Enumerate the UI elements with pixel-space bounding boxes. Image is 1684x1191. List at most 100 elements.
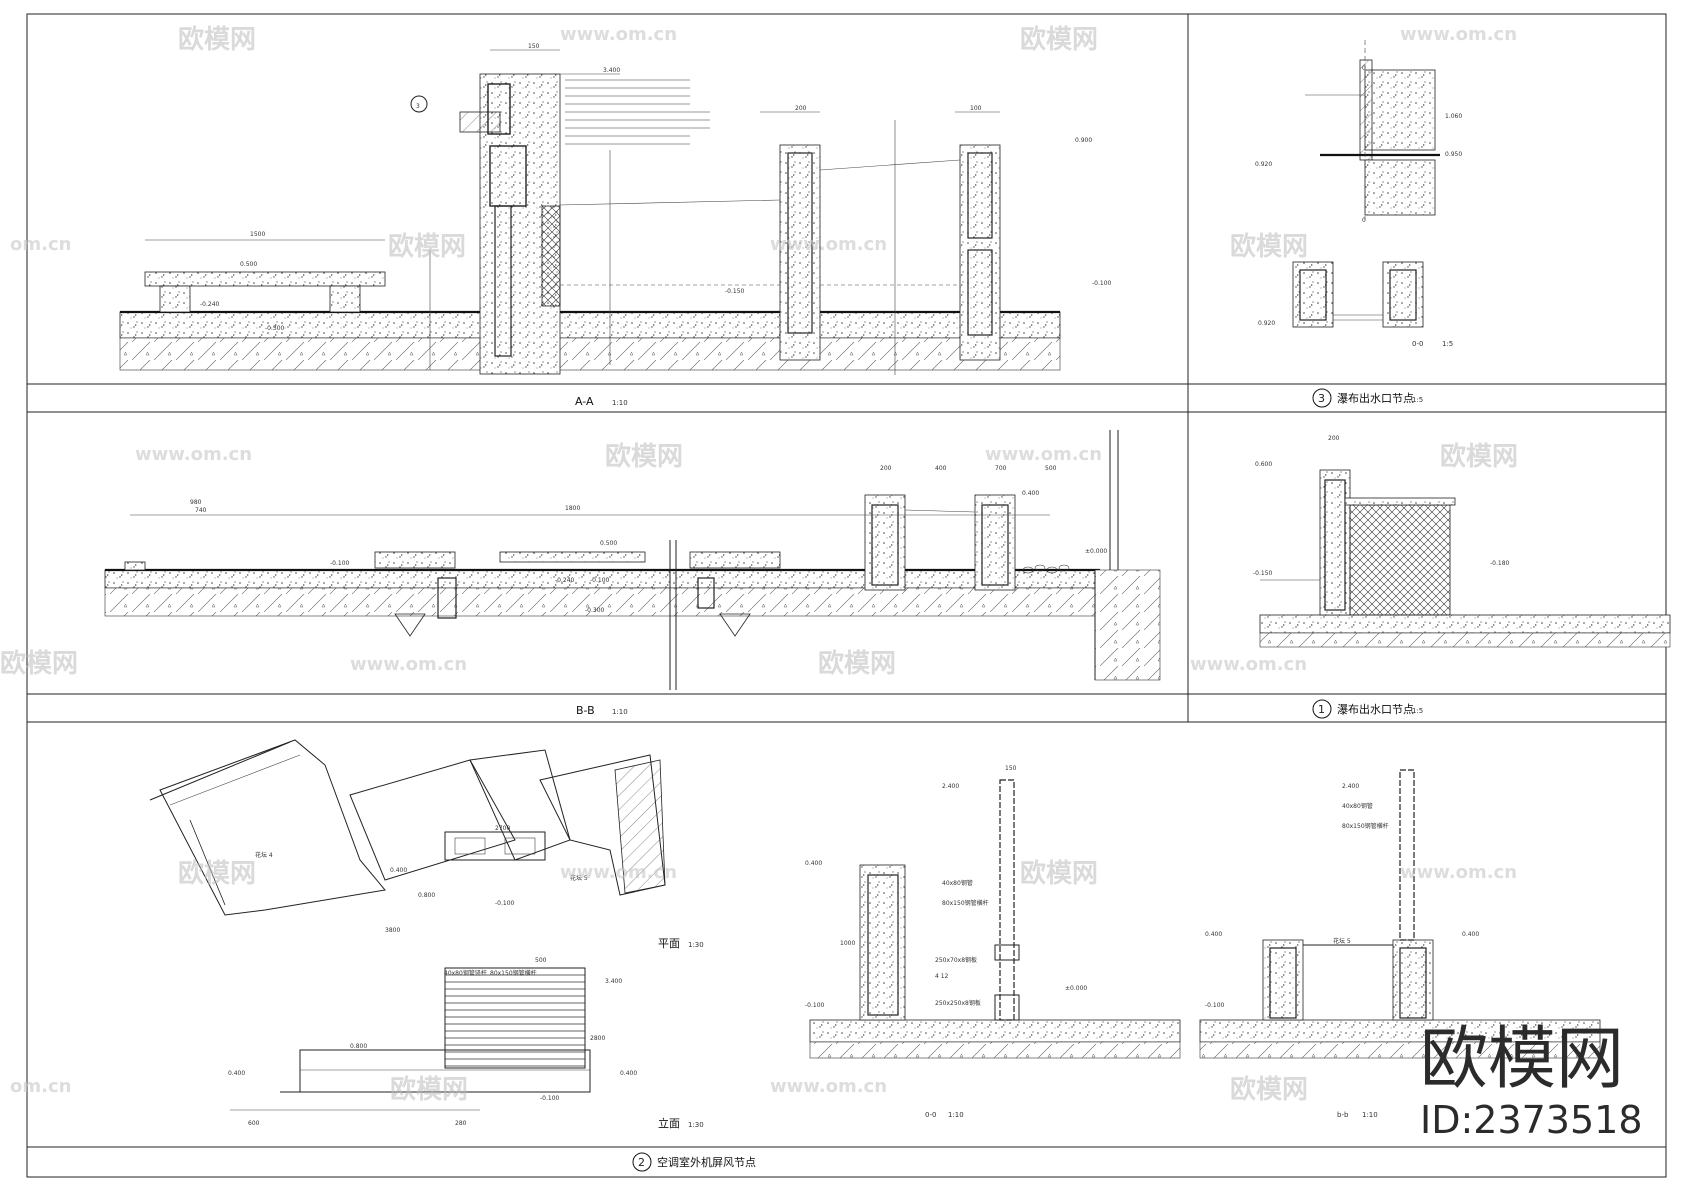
plan-dim-3800: 3800 <box>385 927 400 934</box>
plan-label-a: 花坛 4 <box>255 851 273 859</box>
plan-label-b: 花坛 5 <box>570 874 588 882</box>
elev-dim-280: 280 <box>455 1120 467 1127</box>
bb-dim-400: 400 <box>935 465 947 472</box>
sheet-frame <box>26 13 1667 1178</box>
section-b-b-title: b-b <box>1337 1111 1349 1119</box>
watermark-brand-11: 欧模网 <box>390 1074 468 1105</box>
watermark-brand-5: 欧模网 <box>605 441 683 472</box>
d3-section-00: 0-0 <box>1412 340 1423 348</box>
watermark-url-1: www.om.cn <box>560 24 677 45</box>
d3-level-0920a: 0.920 <box>1255 161 1272 168</box>
bbs-dim-80x150: 80x150钢管横杆 <box>1342 822 1389 830</box>
bbs-level-2400: 2.400 <box>1342 783 1359 790</box>
bb-level-0240: -0.240 <box>555 577 575 584</box>
s00-dim-250x70: 250x70x8钢板 <box>935 956 977 964</box>
section-b-b-drawing: 花坛 5 2.400 0.400 0.400 -0.100 40x80钢管 80… <box>1199 769 1601 1059</box>
detail-3-title: 瀑布出水口节点 <box>1337 391 1414 405</box>
section-00-scale: 1:10 <box>948 1111 964 1119</box>
detail-3-number: 3 <box>1318 392 1325 405</box>
plan-level-0800: 0.800 <box>418 892 435 899</box>
section-bb-drawing: 0.400 0.500 -0.100 -0.100 -0.240 -0.300 … <box>104 430 1161 690</box>
aa-level-0150: -0.150 <box>725 288 745 295</box>
section-aa-scale: 1:10 <box>612 399 628 407</box>
bb-level-0400: 0.400 <box>1022 490 1039 497</box>
s00-level-0100: -0.100 <box>805 1002 825 1009</box>
detail-1-drawing: 0.600 -0.150 -0.180 200 <box>1253 435 1671 648</box>
section-bb-title: B-B <box>576 704 595 717</box>
detail-3-drawing: 0 0 1.060 0.950 0.920 0.920 0-0 1:5 <box>1255 40 1462 348</box>
watermark-brand-9: 欧模网 <box>178 858 256 889</box>
elev-level-0800: 0.800 <box>350 1043 367 1050</box>
d1-level-0600: 0.600 <box>1255 461 1272 468</box>
aa-level-0500: 0.500 <box>240 261 257 268</box>
aa-dim-150: 150 <box>528 43 540 50</box>
section-aa-drawing: 3 0.500 -0.240 -0.150 -0.100 0.900 3.400… <box>119 43 1112 375</box>
s00-dim-80x150: 80x150钢管横杆 <box>942 899 989 907</box>
svg-text:0: 0 <box>1362 65 1366 72</box>
watermark-brand-8: 欧模网 <box>818 648 896 679</box>
watermark-brand-12: 欧模网 <box>1230 1074 1308 1105</box>
detail-1-scale: 1:5 <box>1412 707 1423 715</box>
bb-dim-700: 700 <box>995 465 1007 472</box>
plan-scale: 1:30 <box>688 941 704 949</box>
bbs-level-0400b: 0.400 <box>1462 931 1479 938</box>
s00-dim-412: 4 12 <box>935 973 949 980</box>
s00-dim-40x80: 40x80钢管 <box>942 879 973 887</box>
watermark-brand-1: 欧模网 <box>178 24 256 55</box>
watermark-url-12: www.om.cn <box>770 1076 887 1097</box>
watermark-layer: 欧模网 www.om.cn 欧模网 www.om.cn 欧模网 www.om.c… <box>0 24 1518 1105</box>
section-aa-title: A-A <box>575 395 594 408</box>
s00-dim-1000: 1000 <box>840 940 855 947</box>
watermark-brand-7: 欧模网 <box>0 648 78 679</box>
watermark-url-6: www.om.cn <box>985 444 1102 465</box>
d1-level-0180: -0.180 <box>1490 560 1510 567</box>
aa-dim-1500: 1500 <box>250 231 265 238</box>
watermark-url-11: om.cn <box>10 1076 71 1097</box>
detail-1-title: 瀑布出水口节点 <box>1337 702 1414 716</box>
section-bb-scale: 1:10 <box>612 708 628 716</box>
elev-level-0100: -0.100 <box>540 1095 560 1102</box>
bb-dim-980: 980 <box>190 499 202 506</box>
watermark-url-8: www.om.cn <box>1190 654 1307 675</box>
watermark-url-4: om.cn <box>10 234 71 255</box>
bbs-label: 花坛 5 <box>1333 937 1351 945</box>
bb-level-0100a: -0.100 <box>330 560 350 567</box>
bb-dim-1800: 1800 <box>565 505 580 512</box>
watermark-brand-4: 欧模网 <box>1230 231 1308 262</box>
bbs-level-0100: -0.100 <box>1205 1002 1225 1009</box>
section-00-title: 0-0 <box>925 1111 936 1119</box>
bb-dim-200: 200 <box>880 465 892 472</box>
watermark-url-9: www.om.cn <box>560 862 677 883</box>
detail-3-scale: 1:5 <box>1412 396 1423 404</box>
bb-dim-500: 500 <box>1045 465 1057 472</box>
section-b-b-scale: 1:10 <box>1362 1111 1378 1119</box>
bbs-level-0400a: 0.400 <box>1205 931 1222 938</box>
aa-level-3400: 3.400 <box>603 67 620 74</box>
aa-dim-100: 100 <box>970 105 982 112</box>
s00-level-2400: 2.400 <box>942 783 959 790</box>
aa-dim-200: 200 <box>795 105 807 112</box>
bb-dim-740: 740 <box>195 507 207 514</box>
brand-name: 欧模网 <box>1420 1020 1624 1099</box>
watermark-url-7: www.om.cn <box>350 654 467 675</box>
d1-level-0150: -0.150 <box>1253 570 1273 577</box>
watermark-brand-6: 欧模网 <box>1440 441 1518 472</box>
watermark-url-10: www.om.cn <box>1400 862 1517 883</box>
d1-dim-200: 200 <box>1328 435 1340 442</box>
aa-level-0300: -0.300 <box>265 325 285 332</box>
svg-text:3: 3 <box>416 103 420 110</box>
elev-top-label: 40x80钢管竖杆 <box>444 969 487 977</box>
s00-level-0400: 0.400 <box>805 860 822 867</box>
svg-text:0: 0 <box>1362 217 1366 224</box>
aa-level-0900: 0.900 <box>1075 137 1092 144</box>
elev-level-3400: 3.400 <box>605 978 622 985</box>
elev-dim-2800: 2800 <box>590 1035 605 1042</box>
bb-level-0000: ±0.000 <box>1085 548 1107 555</box>
plan-level-0100: -0.100 <box>495 900 515 907</box>
d3-level-0950: 0.950 <box>1445 151 1462 158</box>
bb-level-0500: 0.500 <box>600 540 617 547</box>
elevation-title: 立面 <box>658 1116 680 1130</box>
watermark-url-5: www.om.cn <box>135 444 252 465</box>
aa-level-0100: -0.100 <box>1092 280 1112 287</box>
